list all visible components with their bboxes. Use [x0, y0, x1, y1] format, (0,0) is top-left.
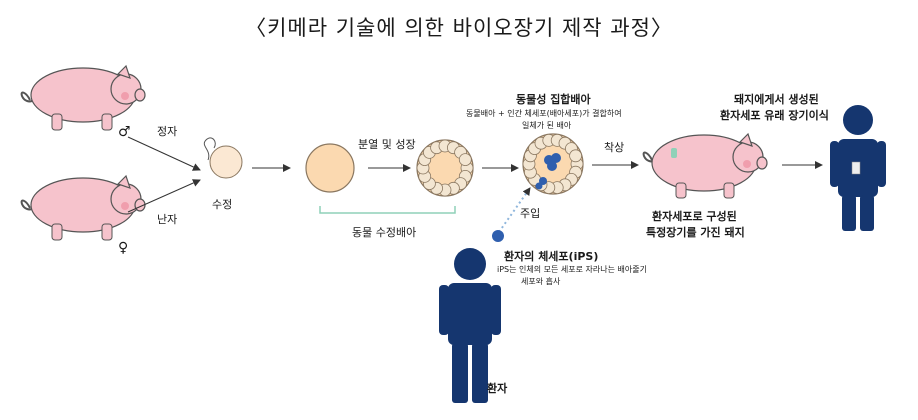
pig-male: [20, 64, 146, 131]
fertilized-egg-cell: [209, 145, 243, 179]
arrow-egg: [127, 179, 201, 213]
patient-center-arm: [439, 285, 449, 335]
patient-figure-center: [439, 248, 501, 403]
injection-dotted-line: [498, 187, 531, 233]
label-division-growth: 분열 및 성장: [358, 138, 416, 151]
pig-male-leg: [101, 113, 113, 131]
pig-male-leg: [51, 113, 63, 131]
inner-cell-mass: [547, 161, 557, 171]
pig-female-cheek: [121, 202, 129, 210]
fertilized-egg: [203, 137, 243, 179]
inner-cell-mass: [551, 153, 561, 163]
pig-male-ear: [116, 64, 131, 79]
chimeric-embryo: [522, 133, 584, 195]
blastomere-cell: [458, 153, 472, 167]
blastomere-cell: [569, 149, 582, 163]
patient-right-arm: [830, 141, 839, 187]
patient-center-arm: [491, 285, 501, 335]
injected-cell: [535, 182, 543, 190]
label-patient-ips-title: 환자의 체세포(iPS): [504, 250, 599, 263]
embryo-bracket: [319, 206, 456, 214]
pig-result-ear: [738, 132, 753, 147]
label-patient: 환자: [487, 382, 508, 395]
label-injection: 주입: [520, 207, 541, 220]
pig-male-cheek: [121, 92, 129, 100]
label-chimera-embryo-title: 동물성 집합배아: [516, 93, 591, 106]
label-transplant-1: 돼지에게서 생성된: [734, 93, 819, 106]
blastocyst: [416, 139, 474, 197]
patient-right-leg: [842, 195, 856, 231]
injected-cell: [539, 177, 547, 185]
patient-right-leg: [860, 195, 874, 231]
label-transplant-2: 환자세포 유래 장기이식: [720, 109, 829, 122]
patient-center-head: [454, 248, 486, 280]
label-ips-desc-1: iPS는 인체의 모든 세포로 자라나는 배아줄기: [497, 265, 647, 274]
pig-female-leg: [51, 223, 63, 241]
transplanted-organ: [851, 161, 861, 175]
female-symbol-icon: ♀: [118, 240, 129, 256]
blastomere-ring: [416, 139, 474, 197]
label-chimera-embryo-desc-2: 일체가 된 배아: [522, 121, 572, 130]
pig-male-tail: [20, 91, 34, 103]
pig-result-leg: [675, 182, 687, 199]
pig-result-organ: [671, 148, 677, 158]
pig-female-tail: [20, 199, 34, 211]
label-pig-result-1: 환자세포로 구성된: [652, 210, 737, 223]
page-title: 〈키메라 기술에 의한 바이오장기 제작 과정〉: [245, 16, 673, 40]
patient-figure-right: [830, 105, 886, 231]
pig-female-leg: [101, 223, 113, 241]
patient-center-torso: [448, 283, 492, 345]
patient-center-leg: [452, 343, 468, 403]
label-sperm: 정자: [157, 125, 178, 138]
label-chimera-embryo-desc-1: 동물배아 + 인간 체세포(배아세포)가 결합하여: [466, 109, 622, 118]
label-ips-desc-2: 세포와 흡사: [521, 277, 561, 286]
label-fertilization: 수정: [212, 198, 233, 211]
male-symbol-icon: ♂: [118, 124, 131, 140]
patient-center-leg: [472, 343, 488, 403]
patient-right-arm: [877, 141, 886, 187]
sperm-tail: [203, 137, 216, 161]
pig-result-snout: [756, 156, 768, 170]
label-implantation: 착상: [604, 141, 625, 154]
pig-male-snout: [134, 88, 146, 102]
label-egg: 난자: [157, 213, 178, 226]
label-pig-result-2: 특정장기를 가진 돼지: [646, 226, 745, 239]
pig-result-leg: [723, 182, 735, 199]
pig-result-cheek: [743, 160, 751, 168]
blastomere-ring: [522, 133, 584, 195]
pig-female: [20, 174, 146, 241]
arrow-sperm: [127, 136, 201, 171]
pig-result: [642, 132, 768, 199]
embryo-single-cell: [305, 143, 355, 193]
ips-cell: [492, 230, 504, 242]
patient-right-head: [843, 105, 873, 135]
label-animal-fertilized-embryo: 동물 수정배아: [352, 226, 417, 239]
pig-female-ear: [116, 174, 131, 189]
